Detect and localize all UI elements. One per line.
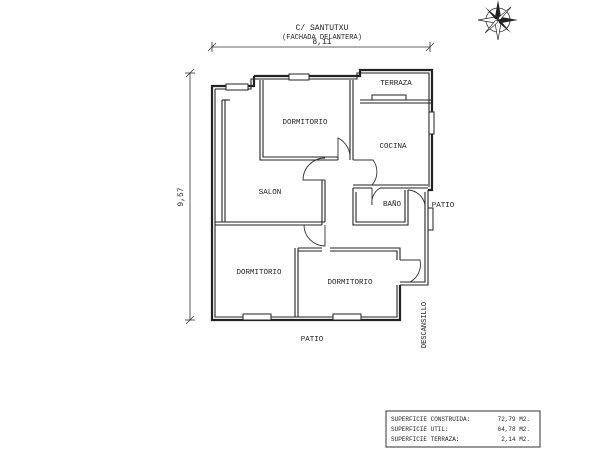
area-value-construida: 72,79 M2. bbox=[498, 416, 530, 423]
width-dimension-label: 8,11 bbox=[312, 38, 331, 47]
outer-walls bbox=[210, 68, 434, 322]
area-value-terraza: 2,14 M2. bbox=[501, 436, 530, 443]
window-left-top bbox=[225, 83, 249, 91]
doors bbox=[302, 137, 426, 283]
area-summary-table: SUPERFICIE CONSTRUIDA: 72,79 M2. SUPERFI… bbox=[385, 410, 541, 448]
area-label-construida: SUPERFICIE CONSTRUIDA: bbox=[391, 416, 470, 423]
room-label-patio-right: PATIO bbox=[432, 202, 455, 210]
room-label-cocina: COCINA bbox=[379, 143, 407, 151]
room-label-salon: SALON bbox=[259, 189, 282, 197]
room-label-dormitorio-left: DORMITORIO bbox=[236, 269, 282, 277]
width-dimension bbox=[207, 42, 435, 52]
window-bottom-left bbox=[242, 313, 272, 321]
room-label-descansillo: DESCANSILLO bbox=[421, 302, 429, 348]
compass-rose-icon bbox=[477, 0, 518, 41]
window-cocina bbox=[428, 111, 435, 135]
window-bottom-center bbox=[332, 313, 362, 321]
area-value-util: 64,78 M2. bbox=[498, 426, 530, 433]
window-terraza bbox=[371, 94, 407, 101]
height-dimension-label: 9,57 bbox=[177, 187, 186, 206]
area-label-util: SUPERFICIE UTIL: bbox=[391, 426, 449, 433]
facade-label: (FACHADA DELANTERA) bbox=[282, 34, 362, 42]
room-label-bano: BAÑO bbox=[383, 200, 402, 209]
interior-walls bbox=[215, 80, 432, 317]
room-label-dormitorio-center: DORMITORIO bbox=[327, 279, 373, 287]
room-label-terraza: TERRAZA bbox=[380, 80, 412, 88]
room-label-dormitorio-top: DORMITORIO bbox=[282, 119, 328, 127]
window-descansillo bbox=[427, 207, 434, 231]
window-top bbox=[288, 73, 310, 81]
room-label-patio-bottom: PATIO bbox=[301, 336, 324, 344]
street-name: C/ SANTUTXU bbox=[296, 24, 349, 33]
area-label-terraza: SUPERFICIE TERRAZA: bbox=[391, 436, 459, 443]
height-dimension bbox=[185, 68, 195, 325]
